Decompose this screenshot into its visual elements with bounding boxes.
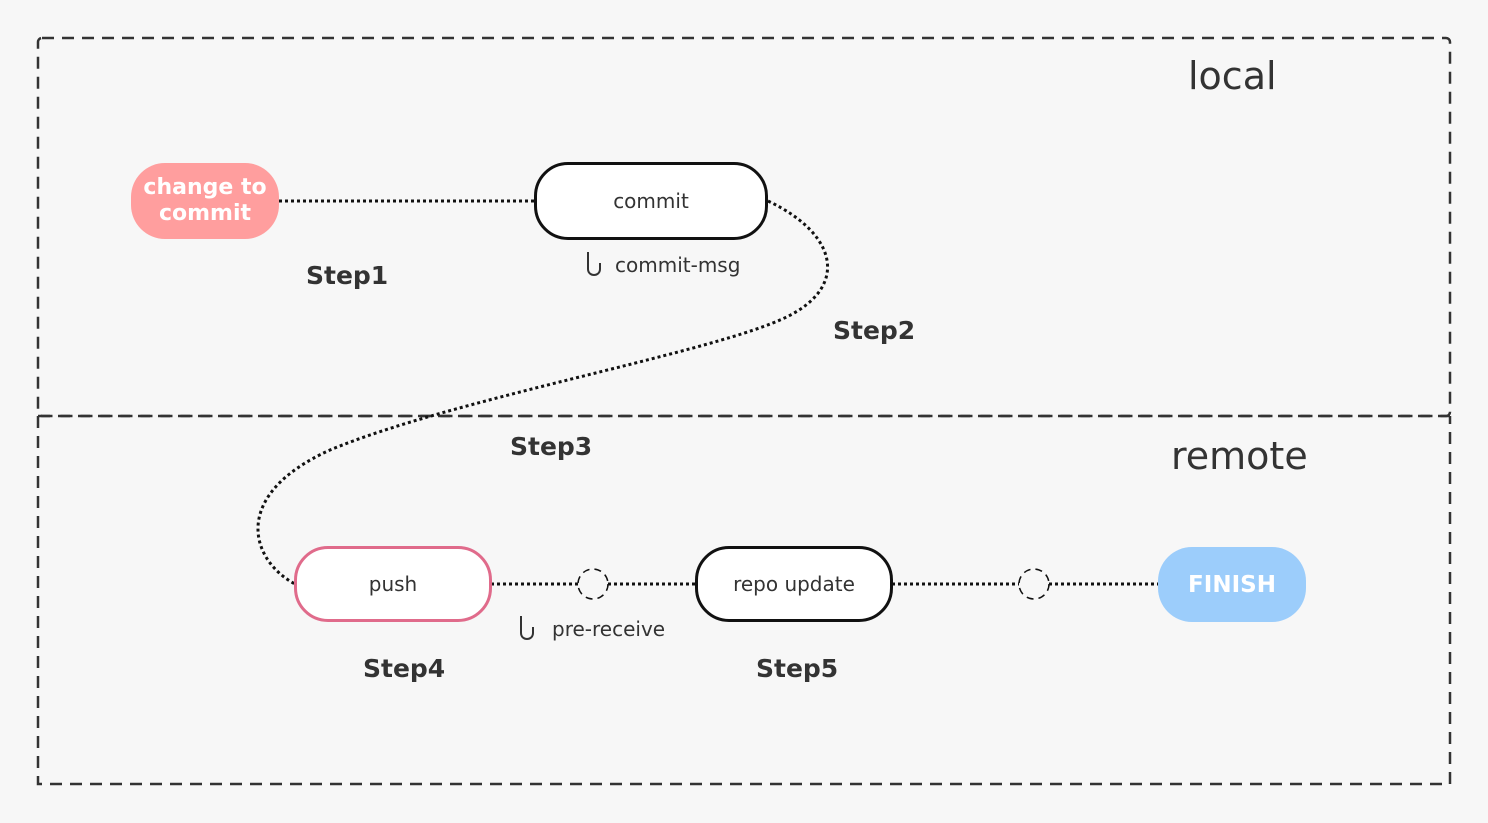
pre-receive-junction (577, 568, 609, 600)
step1-label: Step1 (306, 261, 389, 290)
commit-msg-hook: commit-msg (585, 250, 740, 280)
commit-msg-label: commit-msg (615, 253, 741, 277)
hook-icon (587, 252, 601, 276)
pre-receive-hook: pre-receive (518, 614, 665, 644)
pre-receive-label: pre-receive (552, 617, 666, 641)
step5-label: Step5 (756, 654, 839, 683)
hook-icon (520, 616, 534, 640)
change-to-commit-node[interactable]: change to commit (131, 163, 279, 239)
commit-node[interactable]: commit (534, 162, 768, 240)
finish-junction (1018, 568, 1050, 600)
step2-label: Step2 (833, 316, 916, 345)
region-remote-label: remote (1171, 434, 1308, 478)
region-local-label: local (1188, 54, 1277, 98)
repo-update-node[interactable]: repo update (695, 546, 893, 622)
finish-node[interactable]: FINISH (1158, 547, 1306, 622)
step4-label: Step4 (363, 654, 446, 683)
push-node[interactable]: push (294, 546, 492, 622)
edge-commit-to-push (256, 199, 830, 586)
region-remote-frame (36, 416, 1452, 786)
step3-label: Step3 (510, 432, 593, 461)
